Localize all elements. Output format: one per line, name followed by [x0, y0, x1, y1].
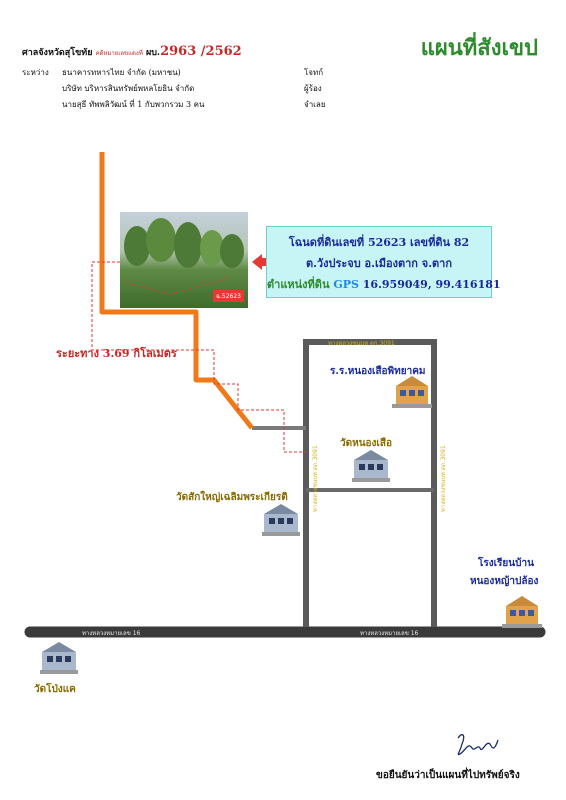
route-line	[99, 152, 254, 430]
gps-word: GPS	[333, 278, 359, 291]
school-label: หนองหญ้าปล้อง	[470, 576, 539, 587]
school-label: โรงเรียนบ้าน	[478, 558, 534, 569]
party-label: ระหว่าง	[22, 68, 49, 77]
party-row: บริษัท บริหารสินทรัพย์พหลโยธิน จำกัด ผู้ร…	[22, 82, 322, 95]
arrow-icon	[252, 254, 268, 270]
school-building-icon	[502, 596, 542, 628]
rural-road-label-top: ทางหลวงชนบท ตก.3091	[328, 340, 395, 347]
school-label: ร.ร.หนองเสือพิทยาคม	[330, 366, 426, 377]
rural-road-label-right: ทางหลวงชนบท ตก.3091	[440, 445, 447, 512]
temple-label: วัดหนองเสือ	[340, 438, 392, 449]
party-role: ผู้ร้อง	[304, 84, 322, 93]
temple-building-icon	[40, 642, 78, 674]
court-header: ศาลจังหวัดสุโขทัย คดีหมายเลขแดงที่ ผบ.29…	[22, 44, 242, 59]
party-name: นายสุธี ทัพพลิวัฒน์ ที่ 1 กับพวกรวม 3 คน	[62, 100, 205, 109]
deed-line: โฉนดที่ดินเลขที่ 52623 เลขที่ดิน 82	[288, 236, 470, 249]
dashed-route	[91, 261, 306, 453]
location-line: ต.วังประจบ อ.เมืองตาก จ.ตาก	[305, 257, 453, 270]
case-prefix: คดีหมายเลขแดงที่	[95, 50, 143, 57]
map-title: แผนที่สังเขป	[420, 35, 538, 61]
land-photo: ฉ.52623	[120, 212, 248, 308]
highway-label-right: ทางหลวงหมายเลข 16	[360, 630, 419, 637]
distance-label: ระยะทาง 3.69 กิโลเมตร	[56, 347, 177, 360]
temple-building-icon	[352, 450, 390, 482]
party-name: บริษัท บริหารสินทรัพย์พหลโยธิน จำกัด	[62, 84, 195, 93]
court-name: ศาลจังหวัดสุโขทัย	[22, 48, 93, 58]
gps-line: ตำแหน่งที่ดิน GPS 16.959049, 99.416181	[267, 275, 501, 293]
confirm-text: ขอยืนยันว่าเป็นแผนที่ไปทรัพย์จริง	[376, 770, 520, 781]
case-type: ผบ.	[145, 48, 161, 58]
party-row: ระหว่าง ธนาคารทหารไทย จำกัด (มหาชน) โจทก์	[22, 66, 323, 79]
case-number: 2963 /2562	[160, 44, 242, 59]
party-role: โจทก์	[304, 68, 324, 77]
highway-label-left: ทางหลวงหมายเลข 16	[82, 630, 141, 637]
land-info-box: โฉนดที่ดินเลขที่ 52623 เลขที่ดิน 82 ต.วั…	[266, 226, 501, 298]
party-name: ธนาคารทหารไทย จำกัด (มหาชน)	[62, 68, 181, 77]
photo-badge: ฉ.52623	[212, 290, 244, 302]
temple-label: วัดโป่งแค	[34, 684, 76, 695]
gps-value: 16.959049, 99.416181	[362, 278, 501, 291]
rural-road-label-left: ทางหลวงชนบท ตก.3091	[312, 445, 319, 512]
party-row: นายสุธี ทัพพลิวัฒน์ ที่ 1 กับพวกรวม 3 คน…	[22, 98, 326, 111]
temple-building-icon	[262, 504, 300, 536]
school-building-icon	[392, 376, 432, 408]
temple-label: วัดสักใหญ่เฉลิมพระเกียรติ	[176, 492, 288, 503]
gps-label: ตำแหน่งที่ดิน	[267, 278, 330, 291]
rural-road-3091	[303, 339, 437, 627]
party-role: จำเลย	[304, 100, 326, 109]
signature	[457, 733, 499, 756]
